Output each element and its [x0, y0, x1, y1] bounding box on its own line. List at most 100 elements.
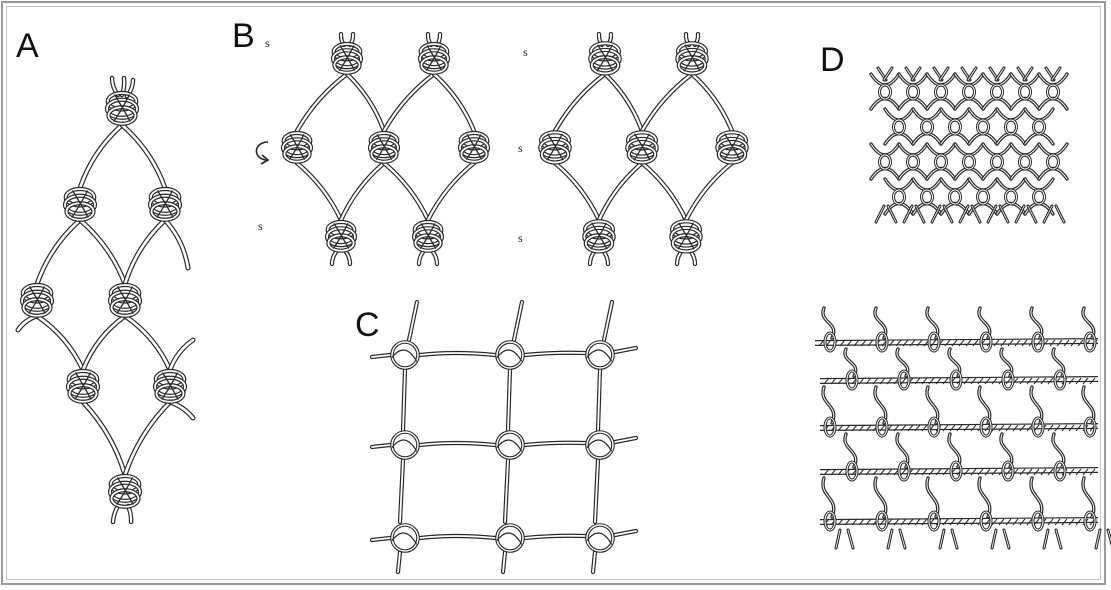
knot: [875, 510, 889, 532]
cord: [639, 71, 695, 134]
knot: [948, 188, 962, 206]
knot: [1046, 153, 1060, 171]
cord: [417, 350, 498, 358]
cord: [1002, 528, 1011, 550]
cord: [369, 442, 393, 450]
knot: [1018, 153, 1032, 171]
cord: [34, 217, 83, 287]
cord: [938, 528, 946, 550]
cord: [552, 160, 602, 223]
knot: [625, 130, 659, 165]
knot: [823, 331, 837, 353]
knot: [845, 460, 859, 482]
knot: [878, 153, 892, 171]
knot: [979, 510, 993, 532]
cord: [15, 313, 40, 333]
cord: [1050, 66, 1062, 82]
knot: [906, 83, 920, 101]
knot: [147, 186, 183, 222]
cord: [34, 313, 86, 373]
knot: [330, 41, 364, 75]
cord: [590, 549, 598, 575]
cord: [431, 71, 477, 134]
knot: [875, 331, 889, 353]
knot: [878, 83, 892, 101]
knot: [588, 41, 622, 76]
cord-layer: [15, 31, 1111, 575]
cord: [110, 503, 121, 525]
cord: [910, 66, 922, 82]
knot: [949, 460, 963, 482]
cord: [294, 71, 350, 134]
knot: [417, 41, 451, 75]
knot: [1031, 416, 1045, 438]
cord: [683, 160, 735, 223]
knot: [1031, 510, 1045, 532]
knot: [962, 153, 976, 171]
cord: [167, 399, 196, 421]
knot: [892, 188, 906, 206]
cord: [602, 71, 645, 134]
knot: [990, 83, 1004, 101]
knot: [107, 473, 143, 509]
cord: [369, 352, 393, 360]
knot: [390, 430, 420, 460]
cord: [1014, 204, 1026, 224]
knot: [715, 130, 749, 165]
knot: [585, 430, 615, 460]
knot: [1031, 331, 1045, 353]
twisted-rope-mesh: [814, 338, 1099, 526]
cord: [522, 440, 588, 448]
knot: [875, 416, 889, 438]
cord: [874, 204, 886, 224]
knot: [949, 369, 963, 391]
knot: [1001, 460, 1015, 482]
knot: [1004, 188, 1018, 206]
knot: [948, 118, 962, 136]
cord: [966, 66, 978, 82]
cord: [886, 204, 898, 224]
cord: [930, 204, 942, 224]
cord: [294, 160, 344, 223]
cord: [834, 528, 842, 550]
cord: [674, 249, 684, 267]
fine-mesh: [869, 72, 1069, 216]
cord: [80, 313, 128, 373]
cord: [522, 533, 588, 541]
cord: [522, 350, 588, 358]
cord: [882, 66, 894, 82]
knot: [582, 219, 616, 254]
knot: [1046, 83, 1060, 101]
knot: [324, 219, 358, 253]
cord: [77, 217, 128, 287]
knot: [411, 219, 445, 253]
knot: [585, 340, 615, 370]
knot: [107, 282, 143, 318]
cord: [886, 528, 894, 550]
side-mark-s: s: [258, 219, 263, 233]
cord: [950, 528, 959, 550]
cord: [406, 299, 420, 343]
side-mark-s: s: [518, 141, 523, 155]
knot: [1083, 331, 1097, 353]
knot: [934, 153, 948, 171]
cord: [942, 204, 954, 224]
cord: [587, 249, 597, 267]
cord: [938, 66, 950, 82]
knot: [920, 188, 934, 206]
knot: [976, 188, 990, 206]
twisted-rope: [819, 467, 1099, 476]
cord: [122, 313, 173, 373]
cord: [914, 204, 926, 224]
cord: [990, 528, 998, 550]
cord: [1026, 204, 1038, 224]
panel-label-b: B: [232, 17, 255, 55]
cord: [688, 249, 698, 267]
knot: [495, 523, 525, 553]
knot: [927, 416, 941, 438]
cord: [552, 71, 608, 134]
cord: [639, 160, 689, 223]
side-mark-s: s: [518, 231, 523, 245]
cord: [344, 71, 387, 134]
